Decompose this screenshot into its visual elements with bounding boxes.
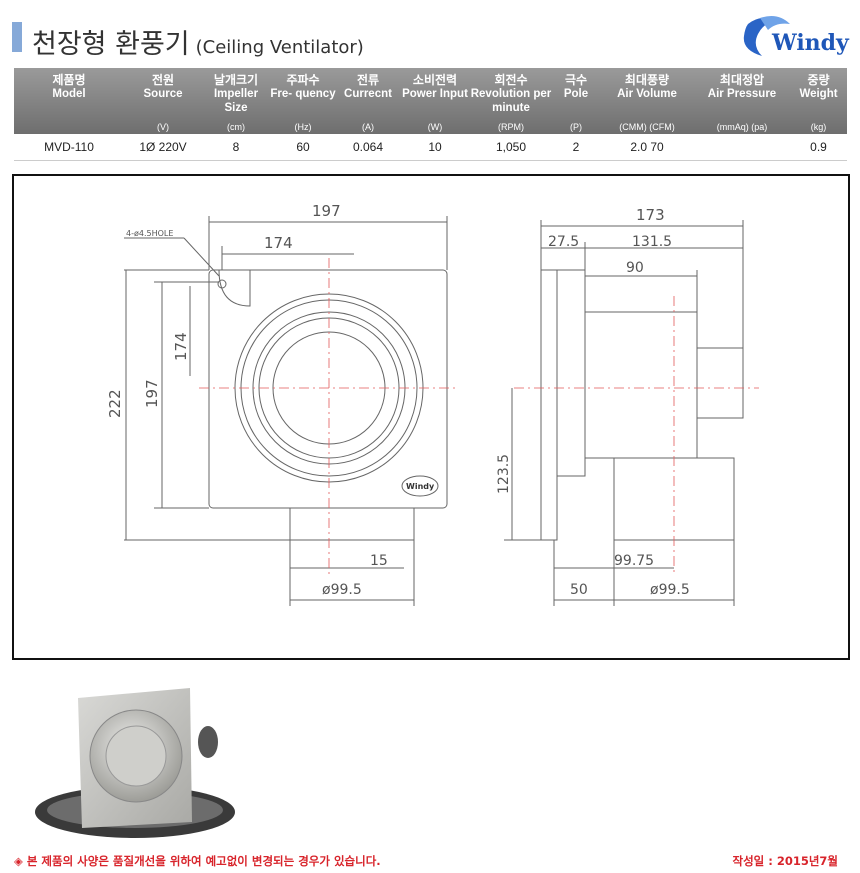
spec-col-english: Revolution per minute <box>470 88 552 114</box>
spec-col-english: Air Pressure <box>707 88 777 100</box>
side-motor-housing <box>584 311 698 459</box>
spec-col-korean: 회전수 <box>494 73 528 87</box>
spec-col-korean: 소비전력 <box>412 73 458 87</box>
spec-col-english: Model <box>52 88 86 100</box>
drawing-canvas: 197 174 4-ø4.5HOLE 174 197 222 15 ø99.5 … <box>106 202 759 606</box>
spec-col-korean: 중량 <box>807 73 830 87</box>
windy-logo: Windy <box>743 16 850 56</box>
dim-side-housing: 90 <box>626 260 644 276</box>
revision-date: 작성일 : 2015년7월 <box>732 854 838 868</box>
spec-col-unit: (V) <box>157 122 169 132</box>
product-photo <box>35 688 235 838</box>
front-duct <box>289 507 415 541</box>
spec-table-row: MVD-110 1Ø 220V 8 60 0.064 10 1,050 2 2.0 70 0.9 <box>14 134 847 161</box>
spec-col-english: Pole <box>563 88 589 100</box>
spec-cell: 2.0 70 <box>630 140 664 154</box>
spec-col-unit: (Hz) <box>294 122 312 132</box>
dim-side-motor: 131.5 <box>632 234 672 250</box>
spec-col-english: Source <box>143 88 183 100</box>
spec-col-unit: (kg) <box>810 122 827 132</box>
dim-front-hole-spec: 4-ø4.5HOLE <box>126 229 173 238</box>
dim-front-hole-vertical: 174 <box>172 332 190 361</box>
title-accent-bar <box>12 22 22 52</box>
side-motor-cap <box>696 347 744 419</box>
dim-side-duct-offset: 99.75 <box>614 553 654 569</box>
spec-col-unit: (CMM) (CFM) <box>619 122 675 132</box>
spec-cell: 2 <box>572 140 580 154</box>
dim-side-height: 123.5 <box>496 454 512 494</box>
dim-side-duct-dia: ø99.5 <box>650 582 690 598</box>
spec-cell: 60 <box>296 140 310 154</box>
spec-cell: 0.064 <box>352 140 384 154</box>
front-badge: Windy <box>401 475 439 497</box>
logo-text: Windy <box>771 30 850 56</box>
dim-side-flange: 27.5 <box>548 234 579 250</box>
dim-front-width: 197 <box>312 202 341 220</box>
dim-front-hole-pitch: 174 <box>264 234 293 252</box>
spec-col-korean: 최대풍량 <box>624 73 670 87</box>
spec-cell: 1Ø 220V <box>139 140 187 154</box>
spec-col-korean: 전류 <box>356 73 380 87</box>
dim-front-height-total: 222 <box>106 389 124 418</box>
spec-col-unit: (mmAq) (pa) <box>716 122 768 132</box>
title-korean: 천장형 환풍기 <box>32 29 190 60</box>
technical-drawing: 197 174 4-ø4.5HOLE 174 197 222 15 ø99.5 … <box>12 174 850 660</box>
notice-text: ◈ 본 제품의 사양은 품질개선을 위하여 예고없이 변경되는 경우가 있습니다… <box>14 854 381 868</box>
spec-cell: MVD-110 <box>44 140 94 154</box>
spec-col-unit: (cm) <box>227 122 245 132</box>
dim-front-duct-dia: ø99.5 <box>322 582 362 598</box>
spec-col-english: Fre- quency <box>270 88 336 100</box>
dim-side-flange-gap: 50 <box>570 582 588 598</box>
spec-col-korean: 최대정압 <box>719 73 765 87</box>
spec-col-english: Impeller Size <box>213 88 259 114</box>
spec-col-unit: (A) <box>362 122 374 132</box>
spec-col-korean: 날개크기 <box>213 73 259 87</box>
spec-col-unit: (W) <box>427 122 443 132</box>
dim-side-depth: 173 <box>636 206 665 224</box>
dim-front-height-body: 197 <box>143 379 161 408</box>
dim-front-offset: 15 <box>370 553 388 569</box>
spec-col-korean: 제품명 <box>52 73 86 87</box>
spec-col-english: Power Input <box>402 88 468 100</box>
front-badge-text: Windy <box>406 482 435 491</box>
spec-col-korean: 전원 <box>151 73 175 87</box>
page-title: 천장형 환풍기(Ceiling Ventilator) <box>32 22 364 61</box>
spec-col-english: Air Volume <box>617 88 677 100</box>
spec-cell: 1,050 <box>495 140 527 154</box>
spec-col-korean: 주파수 <box>286 73 320 87</box>
spec-cell: 10 <box>428 140 442 154</box>
spec-col-unit: (P) <box>570 122 582 132</box>
title-english: (Ceiling Ventilator) <box>195 37 364 58</box>
mount-hole <box>217 279 227 289</box>
spec-col-korean: 극수 <box>564 73 588 87</box>
spec-col-english: Weight <box>799 88 838 100</box>
side-flange <box>540 269 558 541</box>
spec-cell: 0.9 <box>810 140 827 154</box>
spec-cell: 8 <box>232 140 240 154</box>
spec-col-english: Currecnt <box>344 88 392 100</box>
spec-col-unit: (RPM) <box>498 122 524 132</box>
